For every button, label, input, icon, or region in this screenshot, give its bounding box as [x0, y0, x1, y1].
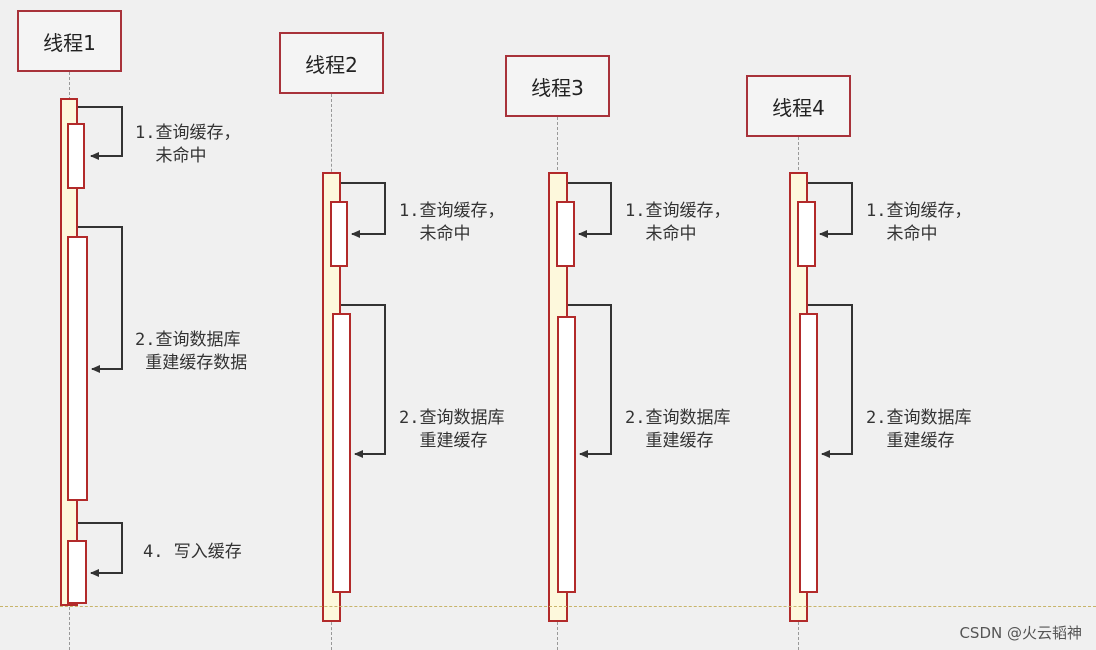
thread-1-write-cache-box [67, 540, 87, 604]
thread-3-step-1-label: 1.查询缓存， 未命中 [625, 201, 731, 244]
thread-3-title: 线程3 [531, 75, 584, 100]
thread-4-arrow-1 [808, 182, 853, 238]
thread-3-cache-query-box [556, 201, 575, 267]
thread-1-arrow-4 [78, 522, 123, 577]
bottom-divider [0, 606, 1096, 607]
watermark: CSDN @火云韬神 [959, 624, 1082, 642]
thread-1-step-4-label: 4. 写入缓存 [143, 542, 242, 562]
thread-1-cache-query-box [67, 123, 85, 189]
thread-3-step-2-label: 2.查询数据库 重建缓存 [625, 408, 731, 451]
thread-3-db-query-box [557, 316, 576, 593]
thread-3-header: 线程3 [505, 55, 610, 117]
thread-1-arrow-2 [78, 226, 123, 373]
thread-1-db-query-box [67, 236, 88, 501]
thread-1-step-2-label: 2.查询数据库 重建缓存数据 [135, 330, 248, 373]
thread-2-title: 线程2 [305, 52, 358, 77]
thread-2-step-2-label: 2.查询数据库 重建缓存 [399, 408, 505, 451]
thread-1-arrow-1 [78, 106, 123, 160]
thread-2-step-1-label: 1.查询缓存， 未命中 [399, 201, 505, 244]
thread-4-db-query-box [799, 313, 818, 593]
thread-1-step-1-label: 1.查询缓存， 未命中 [135, 123, 241, 166]
thread-2-header: 线程2 [279, 32, 384, 94]
thread-2-cache-query-box [330, 201, 348, 267]
thread-3-arrow-2 [568, 304, 612, 458]
thread-4-header: 线程4 [746, 75, 851, 137]
thread-4-cache-query-box [797, 201, 816, 267]
thread-2-arrow-2 [341, 304, 386, 458]
thread-2-db-query-box [332, 313, 351, 593]
thread-4-step-2-label: 2.查询数据库 重建缓存 [866, 408, 972, 451]
thread-4-step-1-label: 1.查询缓存， 未命中 [866, 201, 972, 244]
thread-4-arrow-2 [808, 304, 853, 458]
thread-2-arrow-1 [341, 182, 386, 238]
thread-1-header: 线程1 [17, 10, 122, 72]
thread-3-arrow-1 [568, 182, 612, 238]
thread-4-title: 线程4 [772, 95, 825, 120]
thread-1-title: 线程1 [43, 30, 96, 55]
